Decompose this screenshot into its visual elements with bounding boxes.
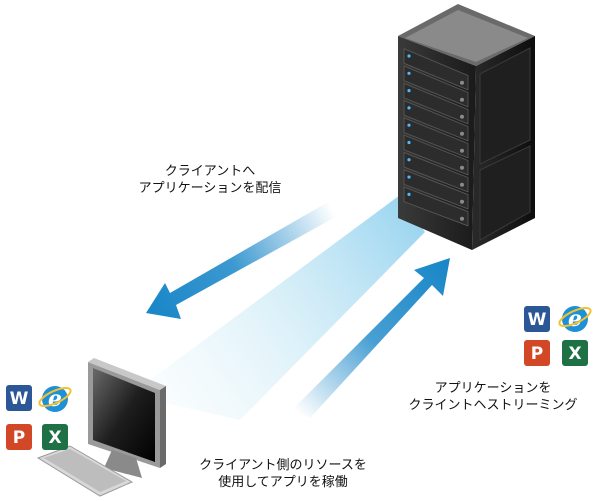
rack-unit: [403, 65, 469, 108]
rack-unit: [403, 169, 469, 210]
rack-handle: [460, 199, 464, 204]
local-run-label-line1: クライアント側のリソースを: [199, 458, 367, 473]
deliver-label-line1: クライアントへ: [164, 164, 256, 179]
rack-unit: [403, 151, 469, 193]
rack-led: [407, 71, 411, 75]
rack-led: [407, 140, 411, 145]
desktop-computer-icon: [36, 358, 166, 497]
local-run-label: クライアント側のリソースを 使用してアプリを稼働: [168, 457, 398, 491]
stream-label: アプリケーションを クライントヘストリーミング: [388, 380, 598, 414]
excel-icon: X: [42, 424, 68, 450]
rack-led: [407, 175, 411, 179]
rack-unit: [403, 117, 469, 159]
rack-handle: [460, 148, 464, 153]
powerpoint-icon: P: [524, 340, 550, 366]
rack-handle: [460, 182, 464, 187]
rack-handle: [460, 165, 464, 170]
stream-beam: [130, 195, 425, 420]
client-app-icons: W e P X: [6, 385, 72, 450]
rack-led: [407, 89, 411, 93]
rack-handle: [460, 80, 464, 85]
powerpoint-icon: P: [6, 424, 32, 450]
svg-text:P: P: [531, 344, 543, 364]
rack-led: [407, 54, 411, 58]
rack-unit: [403, 186, 469, 227]
rack-units: [403, 48, 469, 227]
stream-arrow: [292, 258, 450, 418]
stream-app-icons: W e P X: [524, 306, 592, 366]
rack-handle: [460, 114, 464, 119]
rack-led: [407, 158, 411, 162]
excel-icon: X: [562, 340, 588, 366]
svg-text:X: X: [48, 428, 61, 448]
svg-text:W: W: [528, 310, 547, 330]
rack-handle: [460, 97, 464, 102]
rack-led: [407, 192, 411, 196]
word-icon: W: [6, 385, 32, 411]
internet-explorer-icon: e: [38, 386, 72, 412]
svg-text:P: P: [13, 428, 25, 448]
svg-text:W: W: [10, 389, 29, 409]
deliver-arrow: [146, 198, 341, 319]
rack-unit: [403, 134, 469, 176]
rack-led: [407, 106, 411, 110]
stream-label-line1: アプリケーションを: [434, 381, 552, 396]
svg-text:X: X: [568, 344, 581, 364]
internet-explorer-icon: e: [558, 306, 592, 332]
local-run-label-line2: 使用してアプリを稼働: [218, 475, 348, 490]
rack-unit: [403, 82, 469, 125]
deliver-label: クライアントへ アプリケーションを配信: [110, 163, 310, 197]
word-icon: W: [524, 306, 550, 332]
deliver-label-line2: アプリケーションを配信: [138, 181, 282, 196]
rack-unit: [403, 48, 469, 91]
rack-unit: [403, 100, 469, 142]
rack-handle: [460, 131, 464, 136]
rack-handle: [460, 216, 464, 221]
stream-label-line2: クライントヘストリーミング: [408, 398, 578, 413]
rack-led: [407, 123, 411, 127]
server-rack-icon: [398, 4, 535, 250]
